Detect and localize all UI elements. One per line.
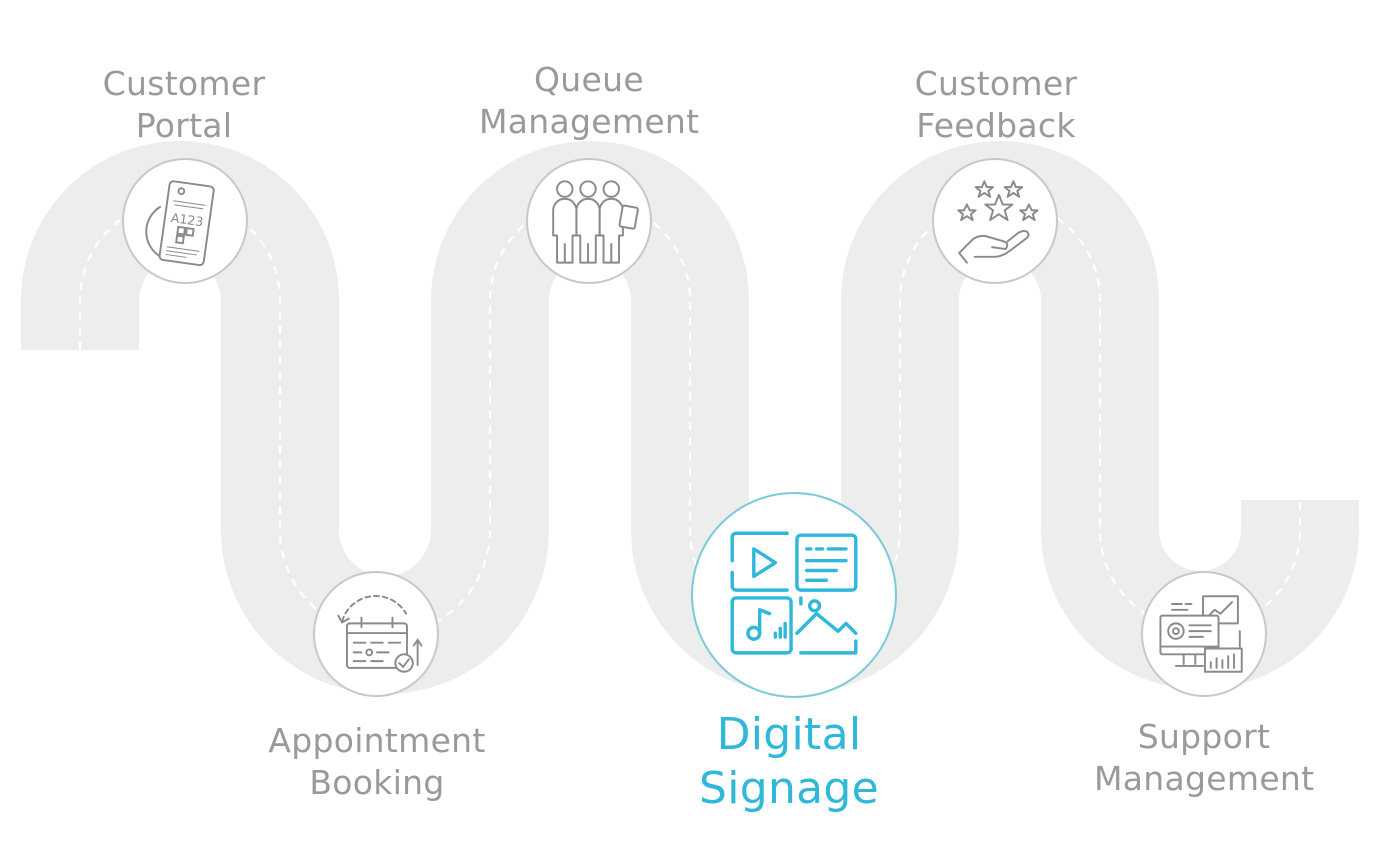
label-line-1: Support [1137, 717, 1271, 756]
label-line-1: Customer [914, 64, 1078, 103]
step-node-appointment-booking[interactable] [313, 571, 439, 697]
label-line-1: Queue [534, 60, 644, 99]
road-dashes [78, 198, 1302, 637]
label-line-2: Feedback [916, 106, 1076, 145]
step-label-support-management: Support Management [1094, 716, 1314, 800]
media-screens-icon [730, 531, 858, 655]
label-line-2: Management [1094, 759, 1315, 798]
ticket-number: A123 [170, 210, 204, 229]
label-line-2: Management [479, 102, 700, 141]
ticket-icon: A123 [145, 180, 215, 267]
calendar-icon [337, 595, 423, 673]
step-label-customer-feedback: Customer Feedback [886, 63, 1106, 147]
step-node-digital-signage[interactable] [691, 492, 897, 698]
label-line-1: Digital [716, 709, 862, 760]
step-label-appointment-booking: Appointment Booking [262, 720, 492, 804]
label-line-1: Appointment [268, 721, 486, 760]
step-label-digital-signage: Digital Signage [679, 708, 899, 816]
step-node-customer-feedback[interactable] [932, 158, 1058, 284]
dashboard-monitor-icon [1159, 595, 1243, 673]
label-line-1: Customer [102, 64, 266, 103]
label-line-2: Signage [698, 763, 880, 814]
step-node-support-management[interactable] [1141, 571, 1267, 697]
people-queue-icon [552, 180, 639, 264]
label-line-2: Booking [309, 763, 445, 802]
road-track [21, 141, 1359, 694]
step-label-customer-portal: Customer Portal [84, 63, 284, 147]
stars-hand-icon [957, 180, 1039, 264]
step-label-queue-management: Queue Management [479, 59, 699, 143]
step-node-queue-management[interactable] [526, 158, 652, 284]
label-line-2: Portal [135, 106, 233, 145]
step-node-customer-portal[interactable]: A123 [122, 158, 248, 284]
